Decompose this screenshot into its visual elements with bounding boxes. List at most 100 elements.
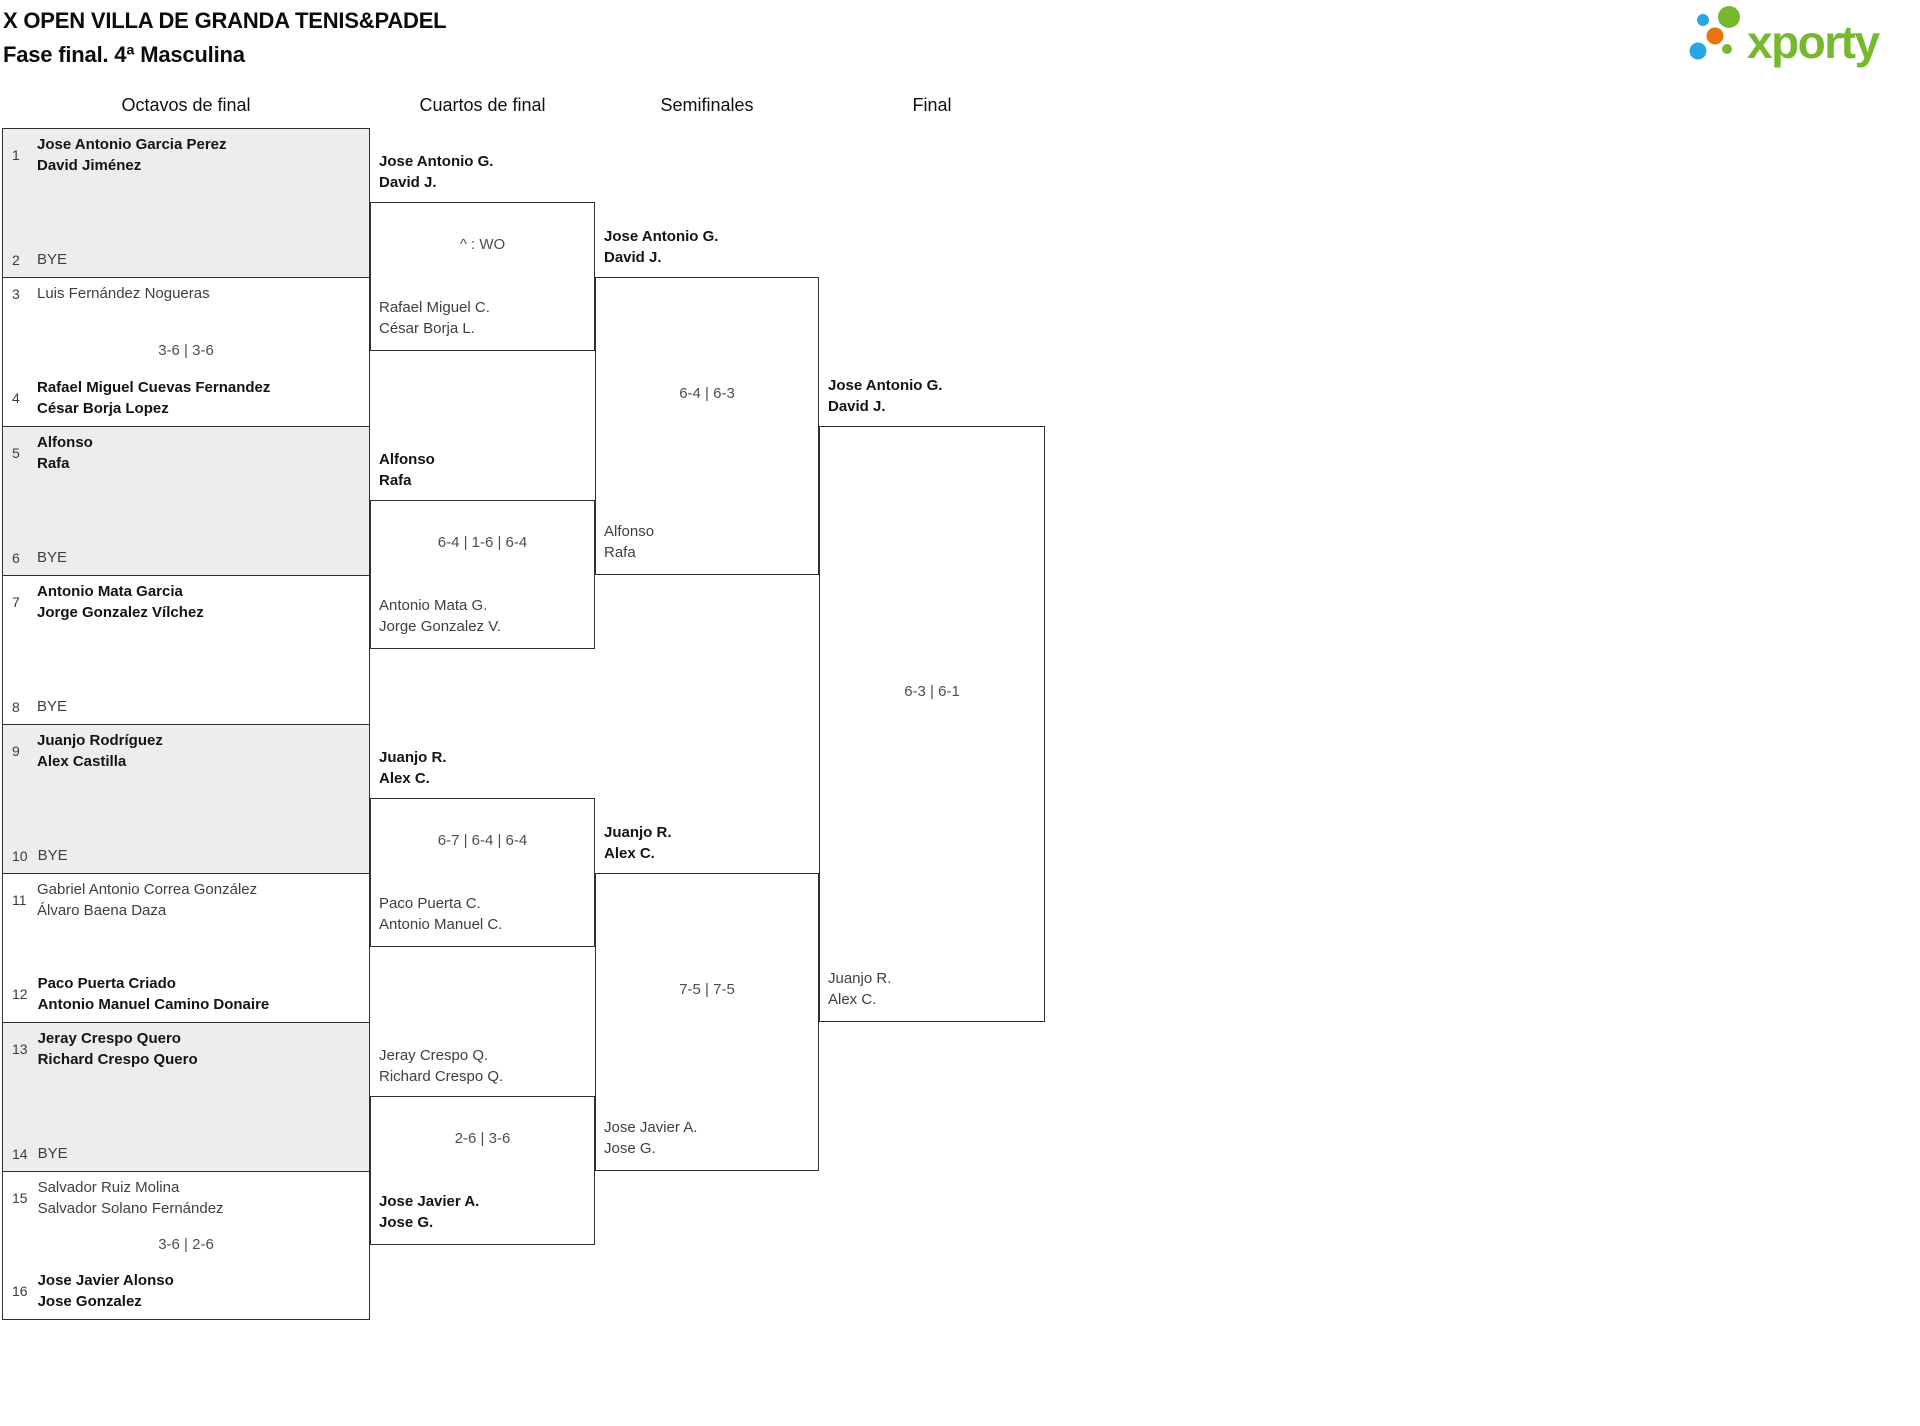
seed-number: 14	[12, 1145, 28, 1162]
team-name: Jose Javier A.Jose G.	[379, 1193, 480, 1231]
seed-number: 11	[12, 892, 27, 908]
team-name: BYE	[37, 251, 68, 268]
team-name: Juanjo R.Alex C.	[828, 970, 892, 1008]
page-title-block: X OPEN VILLA DE GRANDA TENIS&PADEL Fase …	[3, 4, 447, 72]
bracket-slot-3: 3 Luis Fernández Nogueras	[12, 283, 363, 304]
team-name: Jose Antonio G.David J.	[828, 377, 943, 415]
team-name: BYE	[37, 847, 68, 864]
seed-number: 5	[12, 445, 20, 461]
team-name: BYE	[37, 549, 68, 566]
match-sf-2: Juanjo R.Alex C. 7-5 | 7-5 Jose Javier A…	[595, 824, 819, 1171]
team-name: Paco Puerta C.Antonio Manuel C.	[379, 895, 503, 933]
logo-dot-green-small	[1722, 44, 1732, 54]
seed-number: 13	[12, 1041, 28, 1057]
match-r16-2: 3 Luis Fernández Nogueras 3-6 | 3-6 4 Ra…	[2, 277, 370, 426]
team-name: Jeray Crespo Q.Richard Crespo Q.	[379, 1047, 504, 1085]
match-qf-3: Juanjo R.Alex C. 6-7 | 6-4 | 6-4 Paco Pu…	[370, 749, 595, 947]
team-name: BYE	[37, 698, 68, 715]
round-header-cuartos: Cuartos de final	[419, 95, 546, 115]
team-name: Jose Javier A.Jose G.	[604, 1119, 698, 1157]
seed-number: 1	[12, 147, 20, 163]
bracket-slot-10: 10 BYE	[12, 845, 363, 866]
seed-number: 12	[12, 986, 28, 1002]
team-name: Luis Fernández Nogueras	[37, 285, 210, 302]
seed-number: 8	[12, 698, 20, 715]
seed-number: 16	[12, 1283, 28, 1299]
seed-number: 2	[12, 251, 20, 268]
match-score: 3-6 | 3-6	[158, 342, 214, 359]
round-header-final: Final	[912, 95, 952, 115]
logo-dot-green-large	[1718, 6, 1740, 28]
match-score: 6-4 | 1-6 | 6-4	[437, 533, 528, 551]
team-name: Jose Antonio G.David J.	[379, 153, 494, 191]
match-score: 3-6 | 2-6	[158, 1235, 214, 1253]
team-name: BYE	[37, 1145, 68, 1162]
tournament-title: X OPEN VILLA DE GRANDA TENIS&PADEL	[3, 8, 447, 33]
logo-text: xporty	[1747, 16, 1881, 68]
seed-number: 4	[12, 390, 20, 406]
match-score: ^ : WO	[459, 235, 506, 253]
match-score: 6-7 | 6-4 | 6-4	[437, 831, 528, 849]
logo-dot-blue-large	[1689, 42, 1707, 60]
round-header-octavos: Octavos de final	[121, 95, 251, 115]
team-name: Antonio Mata G.Jorge Gonzalez V.	[379, 597, 502, 635]
seed-number: 6	[12, 549, 20, 566]
match-final: Jose Antonio G.David J. 6-3 | 6-1 Juanjo…	[819, 377, 1045, 1022]
seed-number: 9	[12, 743, 20, 759]
seed-number: 10	[12, 847, 28, 864]
logo-dot-orange	[1706, 27, 1724, 45]
seed-number: 3	[12, 285, 20, 302]
xporty-logo[interactable]: xporty	[1676, 4, 1912, 68]
seed-number: 15	[12, 1190, 28, 1206]
match-qf-4: Jeray Crespo Q.Richard Crespo Q. 2-6 | 3…	[370, 1047, 595, 1245]
match-qf-1: Jose Antonio G.David J. ^ : WO Rafael Mi…	[370, 153, 595, 351]
logo-dot-blue-small	[1697, 14, 1709, 26]
team-name: Juanjo R.Alex C.	[604, 824, 672, 862]
match-score: 2-6 | 3-6	[454, 1129, 511, 1147]
team-name: Jose Antonio G.David J.	[604, 228, 719, 266]
bracket-slot-8: 8 BYE	[12, 696, 363, 717]
team-name: Juanjo R.Alex C.	[379, 749, 447, 787]
match-score: 6-3 | 6-1	[904, 683, 960, 700]
team-name: Rafael Miguel C.César Borja L.	[379, 299, 490, 337]
match-score: 6-4 | 6-3	[679, 385, 735, 402]
match-score: 7-5 | 7-5	[679, 981, 735, 998]
phase-subtitle: Fase final. 4ª Masculina	[3, 42, 245, 67]
bracket-slot-2: 2 BYE	[12, 249, 363, 270]
bracket-slot-6: 6 BYE	[12, 547, 363, 568]
round-header-semifinales: Semifinales	[660, 95, 754, 115]
match-sf-1: Jose Antonio G.David J. 6-4 | 6-3 Alfons…	[595, 228, 819, 575]
seed-number: 7	[12, 594, 20, 610]
bracket-slot-14: 14 BYE	[12, 1143, 363, 1164]
